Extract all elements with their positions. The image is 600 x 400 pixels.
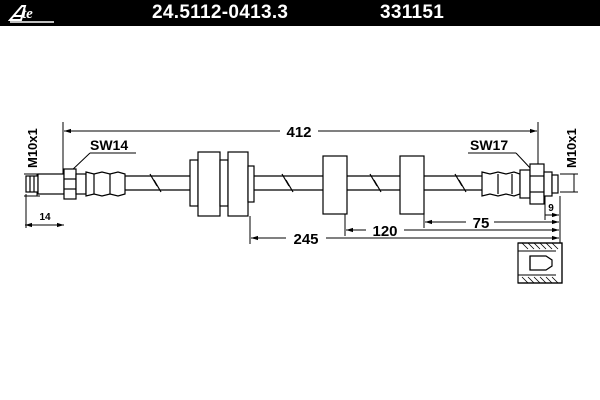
right-thread-dimension: M10x1	[560, 128, 579, 193]
right-wrench-leader-pointer	[515, 152, 533, 171]
mounting-bracket-2	[322, 155, 348, 215]
dimension-75: 75	[423, 214, 559, 232]
dimension-245: 245	[249, 216, 559, 248]
left-thread-label: M10x1	[25, 128, 40, 168]
right-thread-label: M10x1	[564, 128, 579, 168]
port-detail-inset	[517, 242, 563, 284]
dimension-14-label: 14	[39, 212, 51, 223]
left-wrench-size-label: SW14	[90, 137, 128, 153]
dimension-9-label: 9	[548, 203, 554, 214]
header-bar: te 24.5112-0413.3 331151	[0, 0, 600, 26]
dimension-right-end: 9	[544, 196, 561, 225]
mounting-bracket-3	[399, 155, 425, 215]
dimension-left-end: 14	[25, 194, 64, 228]
dimension-overall: 412	[62, 122, 539, 190]
dimension-245-label: 245	[293, 231, 318, 248]
left-fitting	[25, 168, 126, 200]
dimension-120-label: 120	[372, 223, 397, 240]
mounting-bracket-1	[189, 151, 255, 217]
svg-text:te: te	[22, 6, 33, 22]
reference-number: 331151	[380, 2, 445, 23]
dimension-412-label: 412	[286, 124, 311, 141]
right-wrench-size-label: SW17	[470, 137, 508, 153]
part-number: 24.5112-0413.3	[152, 2, 289, 23]
dimension-120: 120	[344, 214, 559, 240]
right-fitting	[481, 163, 559, 205]
ate-logo-icon: te	[8, 5, 54, 23]
dimension-75-label: 75	[473, 215, 490, 232]
hose-body	[125, 173, 490, 193]
